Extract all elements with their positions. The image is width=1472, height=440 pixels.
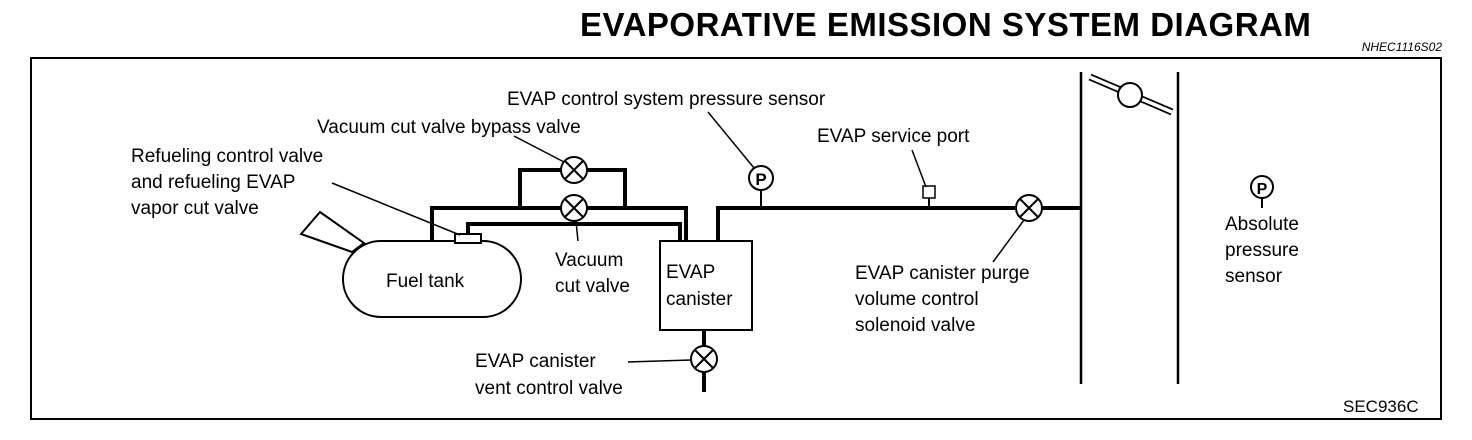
vacuum-cut-valve-label-line1: Vacuum: [555, 250, 623, 271]
absolute-sensor-label-line1: Absolute: [1225, 214, 1299, 235]
canister-label-line1: EVAP: [666, 262, 715, 283]
vacuum-bypass-valve-label: Vacuum cut valve bypass valve: [317, 117, 581, 138]
vent-valve-label-line2: vent control valve: [475, 378, 623, 399]
document-code: NHEC1116S02: [1361, 40, 1442, 54]
vacuum-cut-valve-label-line2: cut valve: [555, 276, 630, 297]
absolute-sensor-label-line3: sensor: [1225, 266, 1283, 287]
pressure-symbol: P: [755, 170, 766, 189]
pressure-symbol: P: [1257, 181, 1268, 198]
evap-pressure-sensor-label: EVAP control system pressure sensor: [507, 89, 826, 110]
evap-piping: [430, 168, 1081, 392]
evap-pressure-sensor-icon: P: [748, 165, 774, 191]
service-port-label: EVAP service port: [817, 126, 970, 147]
evap-canister: [659, 240, 753, 331]
filler-neck: [299, 210, 366, 254]
purge-valve-icon: [1015, 194, 1043, 222]
fuel-tank-label: Fuel tank: [386, 271, 465, 292]
vacuum-bypass-valve-icon: [560, 156, 588, 184]
throttle-valve-icon: [1088, 73, 1174, 116]
figure-code: SEC936C: [1343, 397, 1419, 416]
purge-valve-label-line2: volume control: [855, 289, 979, 310]
fuel-tank: [299, 210, 522, 318]
purge-valve-label-line1: EVAP canister purge: [855, 263, 1030, 284]
vacuum-cut-valve-icon: [560, 194, 588, 222]
absolute-sensor-label-line2: pressure: [1225, 240, 1299, 261]
refueling-valve-label-line2: and refueling EVAP: [131, 172, 295, 193]
vent-valve-icon: [690, 345, 718, 373]
vent-valve-label-line1: EVAP canister: [475, 351, 596, 372]
diagram-frame: [30, 57, 1442, 420]
refueling-valve-label-line3: vapor cut valve: [131, 198, 259, 219]
leader-lines: [331, 111, 1025, 363]
pipe-taps: [760, 191, 930, 208]
absolute-pressure-sensor-icon: P: [1250, 175, 1274, 208]
purge-valve-label-line3: solenoid valve: [855, 315, 975, 336]
canister-label-line2: canister: [666, 289, 733, 310]
refueling-valve-label-line1: Refueling control valve: [131, 146, 323, 167]
service-port-icon: [922, 185, 936, 199]
page-title: EVAPORATIVE EMISSION SYSTEM DIAGRAM: [580, 6, 1312, 43]
